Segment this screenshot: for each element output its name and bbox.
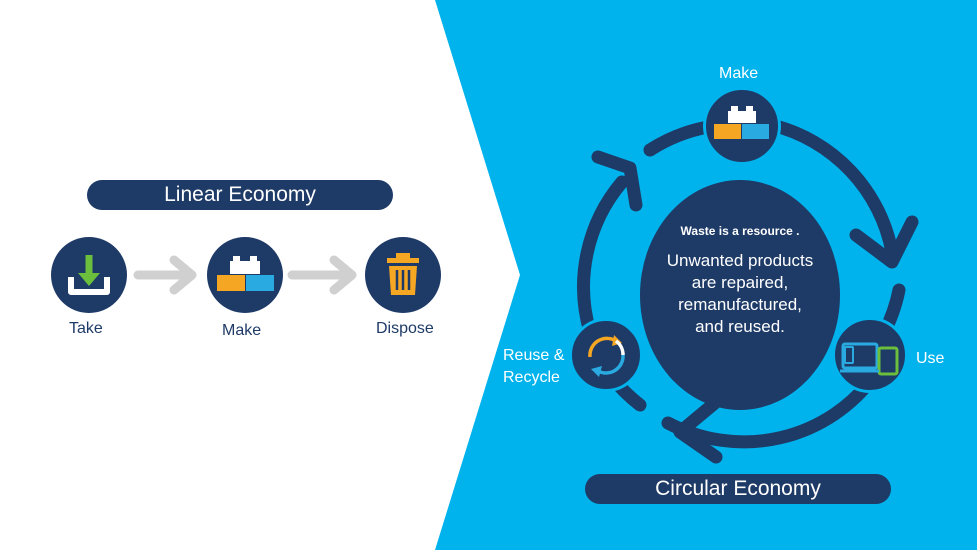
recycle-label-line-1: Reuse & [503,347,565,364]
devices-icon [840,342,899,376]
dispose-node [365,237,441,313]
lego-bricks-icon [714,106,769,139]
center-heading: Waste is a resource . [680,224,800,238]
linear-arrow-1 [133,255,197,295]
circular-make-node [703,87,781,165]
center-body-line-3: remanufactured, [678,295,802,314]
dispose-label: Dispose [376,320,434,337]
center-body-line-1: Unwanted products [666,251,814,270]
recycle-arrows-icon [588,335,625,377]
circular-make-label: Make [719,65,759,82]
recycle-label-line-2: Recycle [503,369,560,386]
circular-center-text: Waste is a resource . Unwanted products … [640,180,840,410]
recycle-node [569,318,643,392]
center-body: Unwanted products are repaired, remanufa… [640,250,840,338]
cycle-arc-recycle-to-make [577,175,629,339]
use-label: Use [916,350,945,367]
take-node [51,237,127,313]
trash-can-icon [387,253,419,295]
take-label: Take [69,320,103,337]
download-tray-icon [68,255,110,295]
center-body-line-2: are repaired, [691,273,789,292]
cycle-arrowhead-bottom [673,395,723,464]
linear-make-node [207,237,283,313]
linear-arrow-2 [287,255,357,295]
circular-economy-title: Circular Economy [585,474,891,504]
linear-make-label: Make [222,322,262,339]
linear-economy-title: Linear Economy [87,180,393,210]
cycle-arrowhead-left [591,150,643,212]
cycle-arc-make-to-use [765,118,899,259]
use-node [832,317,908,393]
circular-center-disc [640,180,840,410]
center-body-line-4: and reused. [695,317,785,336]
cycle-arc-use-to-recycle [661,368,882,449]
lego-bricks-icon [217,256,274,291]
cycle-arrowhead-right [849,215,919,269]
